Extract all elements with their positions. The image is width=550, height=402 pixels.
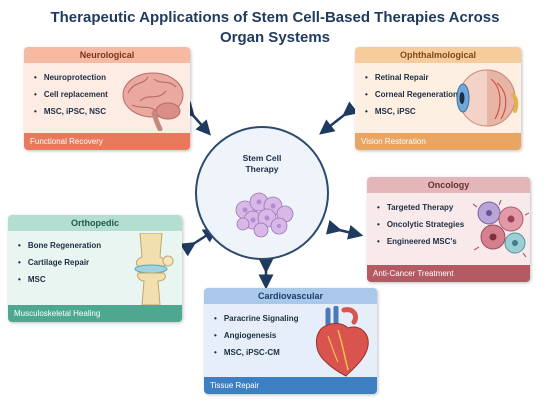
title-line-2: Organ Systems bbox=[219, 29, 331, 46]
card-orthopedic: Orthopedic Bone Regeneration Cartilage R… bbox=[8, 215, 182, 322]
center-label: Stem Cell Therapy bbox=[197, 153, 327, 175]
card-neuro-footer: Functional Recovery bbox=[24, 133, 190, 150]
card-cardiovascular: Cardiovascular Paracrine Signaling Angio… bbox=[204, 288, 377, 394]
list-item: Targeted Therapy bbox=[377, 199, 464, 216]
card-ophth-list: Retinal Repair Corneal Regeneration MSC,… bbox=[365, 69, 458, 120]
arrow-onco bbox=[325, 219, 364, 240]
list-item: Cell replacement bbox=[34, 86, 108, 103]
list-item: Bone Regeneration bbox=[18, 237, 101, 254]
center-label-line-1: Stem Cell bbox=[242, 153, 282, 163]
list-item: MSC, iPSC-CM bbox=[214, 344, 299, 361]
list-item: Retinal Repair bbox=[365, 69, 458, 86]
arrow-neuro bbox=[179, 101, 211, 136]
card-onco-list: Targeted Therapy Oncolytic Strategies En… bbox=[377, 199, 464, 250]
list-item: Engineered MSC's bbox=[377, 233, 464, 250]
card-ortho-header: Orthopedic bbox=[8, 215, 182, 231]
list-item: Corneal Regeneration bbox=[365, 86, 458, 103]
card-neuro-body: Neuroprotection Cell replacement MSC, iP… bbox=[24, 63, 190, 133]
title-line-1: Therapeutic Applications of Stem Cell-Ba… bbox=[50, 9, 500, 26]
card-ophthalmological: Ophthalmological Retinal Repair Corneal … bbox=[355, 47, 521, 150]
list-item: Cartilage Repair bbox=[18, 254, 101, 271]
card-onco-header: Oncology bbox=[367, 177, 530, 193]
eye-icon bbox=[456, 69, 519, 127]
center-label-line-2: Therapy bbox=[245, 164, 279, 174]
card-cardio-list: Paracrine Signaling Angiogenesis MSC, iP… bbox=[214, 310, 299, 361]
list-item: MSC, iPSC bbox=[365, 103, 458, 120]
knee-joint-icon bbox=[134, 233, 174, 305]
cancer-cells-icon bbox=[472, 199, 529, 258]
card-ophth-footer: Vision Restoration bbox=[355, 133, 521, 150]
diagram-title: Therapeutic Applications of Stem Cell-Ba… bbox=[0, 8, 550, 48]
card-neurological: Neurological Neuroprotection Cell replac… bbox=[24, 47, 190, 150]
card-cardio-footer: Tissue Repair bbox=[204, 377, 377, 394]
card-oncology: Oncology Targeted Therapy Oncolytic Stra… bbox=[367, 177, 530, 282]
list-item: Angiogenesis bbox=[214, 327, 299, 344]
card-cardio-body: Paracrine Signaling Angiogenesis MSC, iP… bbox=[204, 304, 377, 377]
list-item: Neuroprotection bbox=[34, 69, 108, 86]
card-neuro-header: Neurological bbox=[24, 47, 190, 63]
card-ortho-list: Bone Regeneration Cartilage Repair MSC bbox=[18, 237, 101, 288]
list-item: Oncolytic Strategies bbox=[377, 216, 464, 233]
card-onco-footer: Anti-Cancer Treatment bbox=[367, 265, 530, 282]
list-item: MSC, iPSC, NSC bbox=[34, 103, 108, 120]
heart-icon bbox=[316, 306, 369, 377]
brain-icon bbox=[122, 72, 184, 131]
card-ophth-body: Retinal Repair Corneal Regeneration MSC,… bbox=[355, 63, 521, 133]
arrow-ophth bbox=[319, 101, 359, 135]
card-onco-body: Targeted Therapy Oncolytic Strategies En… bbox=[367, 193, 530, 265]
list-item: MSC bbox=[18, 271, 101, 288]
card-ortho-body: Bone Regeneration Cartilage Repair MSC bbox=[8, 231, 182, 305]
stem-cell-cluster-icon bbox=[235, 192, 294, 238]
card-cardio-header: Cardiovascular bbox=[204, 288, 377, 304]
card-ortho-footer: Musculoskeletal Healing bbox=[8, 305, 182, 322]
card-ophth-header: Ophthalmological bbox=[355, 47, 521, 63]
card-neuro-list: Neuroprotection Cell replacement MSC, iP… bbox=[34, 69, 108, 120]
list-item: Paracrine Signaling bbox=[214, 310, 299, 327]
stem-cell-therapy-hub: Stem Cell Therapy bbox=[195, 126, 329, 260]
